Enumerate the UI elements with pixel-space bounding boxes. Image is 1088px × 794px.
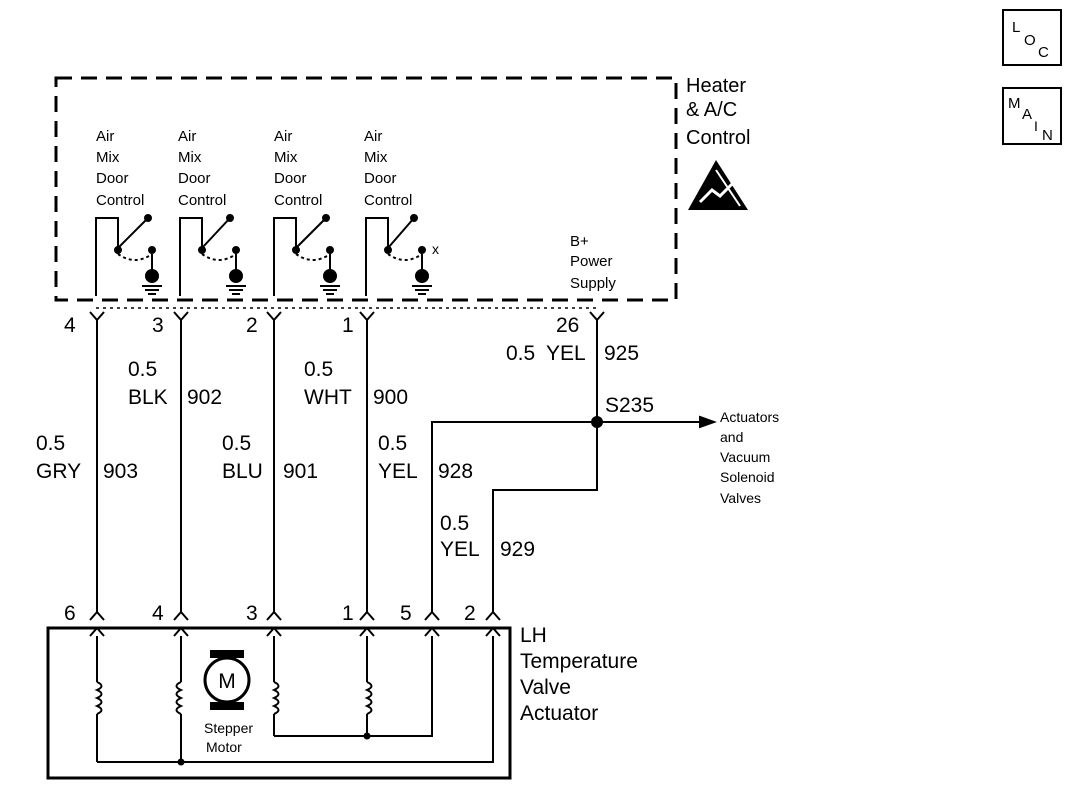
splice-s235-dot [591, 416, 603, 428]
bottom-pin-6: 6 [64, 602, 76, 625]
switch-4-label-line-4: Control [364, 192, 412, 209]
top-pin-4: 4 [64, 314, 76, 337]
wire-902-color: BLK [128, 386, 168, 409]
power-supply-label-line-2: Power [570, 253, 613, 270]
switch-3-symbol [273, 214, 340, 296]
control-module-title-line-2: & A/C [686, 99, 737, 121]
top-pin-1: 1 [342, 314, 354, 337]
switch-4-symbol [365, 214, 432, 296]
wire-925-size: 0.5 [506, 342, 535, 365]
actuator-junction-dot-1 [177, 758, 185, 766]
esd-warning-icon [688, 160, 748, 210]
top-pin-26: 26 [556, 314, 579, 337]
loc-icon[interactable]: L O C [1002, 9, 1062, 66]
power-supply-label-line-3: Supply [570, 275, 616, 292]
wire-903-circuit: 903 [103, 460, 138, 483]
switch-1-label-line-3: Door [96, 170, 129, 187]
wire-903-color: GRY [36, 460, 81, 483]
wire-903-size: 0.5 [36, 432, 65, 455]
stepper-motor-icon: M [203, 650, 251, 710]
wire-929-circuit: 929 [500, 538, 535, 561]
splice-destination-line-4: Solenoid [720, 469, 775, 485]
switch-3-label-line-4: Control [274, 192, 322, 209]
loc-icon-letter-l: L [1012, 19, 1020, 36]
wire-928-circuit: 928 [438, 460, 473, 483]
stepper-motor-label-line-2: Motor [206, 739, 242, 755]
switch-1-label-line-2: Mix [96, 149, 120, 166]
switch-2-label-line-2: Mix [178, 149, 202, 166]
switch-2-label: Air Mix Door Control [178, 128, 226, 209]
main-icon[interactable]: M A I N [1002, 87, 1062, 145]
wire-928-size: 0.5 [378, 432, 407, 455]
switch-3-label: Air Mix Door Control [274, 128, 322, 209]
loc-icon-letter-c: C [1038, 44, 1049, 61]
stepper-motor-label-line-1: Stepper [204, 720, 253, 736]
bottom-pin-2: 2 [464, 602, 476, 625]
control-module-title-line-1: Heater [686, 75, 746, 97]
switch-1-label: Air Mix Door Control [96, 128, 144, 209]
switch-4-label: Air Mix Door Control [364, 128, 412, 209]
wire-900-circuit: 900 [373, 386, 408, 409]
wire-902-size: 0.5 [128, 358, 157, 381]
control-module-title-line-3: Control [686, 127, 750, 149]
power-supply-label-line-1: B+ [570, 233, 589, 250]
switch-2-symbol [179, 214, 246, 296]
actuator-border [46, 626, 512, 780]
top-pin-3: 3 [152, 314, 164, 337]
switch-2-label-line-4: Control [178, 192, 226, 209]
bottom-pin-3: 3 [246, 602, 258, 625]
switch-4-label-line-2: Mix [364, 149, 388, 166]
splice-destination-line-3: Vacuum [720, 449, 770, 465]
actuator-internal-wiring [94, 636, 494, 763]
wire-928-color: YEL [378, 460, 418, 483]
wire-901-color: BLU [222, 460, 263, 483]
wire-929-size: 0.5 [440, 512, 469, 535]
switch-1-label-line-1: Air [96, 128, 114, 145]
bottom-pin-5: 5 [400, 602, 412, 625]
switch-1-symbol [95, 214, 162, 296]
actuator-title-line-1: LH [520, 624, 547, 647]
switch-3-label-line-2: Mix [274, 149, 298, 166]
switch-3-label-line-1: Air [274, 128, 292, 145]
main-icon-letter-i: I [1034, 118, 1038, 134]
actuator-title-line-2: Temperature [520, 650, 638, 673]
switch-2-label-line-1: Air [178, 128, 196, 145]
wire-900-size: 0.5 [304, 358, 333, 381]
main-icon-letter-a: A [1022, 106, 1032, 123]
wire-902-circuit: 902 [187, 386, 222, 409]
switch-3-label-line-3: Door [274, 170, 307, 187]
actuator-junction-dot-2 [363, 732, 371, 740]
switch-4-label-line-3: Door [364, 170, 397, 187]
wire-901-size: 0.5 [222, 432, 251, 455]
actuator-title-line-3: Valve [520, 676, 571, 699]
wire-925-color: YEL [546, 342, 586, 365]
switch-1-label-line-4: Control [96, 192, 144, 209]
wire-925-circuit: 925 [604, 342, 639, 365]
wires [96, 320, 717, 612]
top-pin-2: 2 [246, 314, 258, 337]
stepper-motor-symbol: M [218, 670, 236, 693]
switch-2-label-line-3: Door [178, 170, 211, 187]
wire-929-color: YEL [440, 538, 480, 561]
bottom-pin-1: 1 [342, 602, 354, 625]
switch-4-x-mark: x [432, 241, 439, 257]
wire-901-circuit: 901 [283, 460, 318, 483]
main-icon-letter-n: N [1042, 127, 1053, 144]
loc-icon-letter-o: O [1024, 32, 1036, 49]
actuator-title-line-4: Actuator [520, 702, 598, 725]
splice-label: S235 [605, 394, 654, 417]
control-module-border [54, 76, 678, 302]
main-icon-letter-m: M [1008, 95, 1021, 112]
wire-900-color: WHT [304, 386, 352, 409]
splice-destination-line-1: Actuators [720, 409, 779, 425]
switch-4-label-line-1: Air [364, 128, 382, 145]
splice-destination-line-5: Valves [720, 490, 761, 506]
bottom-pin-4: 4 [152, 602, 164, 625]
splice-destination-line-2: and [720, 429, 743, 445]
